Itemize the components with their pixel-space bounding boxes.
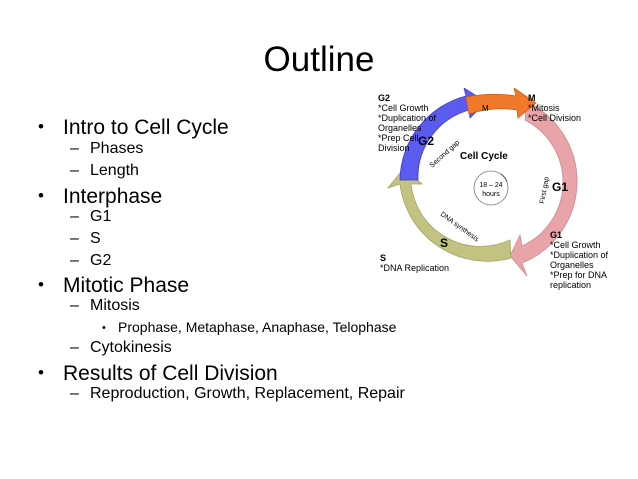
- bullet-marker: •: [102, 322, 106, 334]
- dash-marker: –: [70, 162, 79, 179]
- dash-marker: –: [70, 252, 79, 269]
- caption-g2-line: Division: [378, 143, 410, 153]
- sub-bullet-cytokinesis: –Cytokinesis: [70, 338, 172, 358]
- caption-g1-line: replication: [550, 280, 592, 290]
- dash-marker: –: [70, 208, 79, 225]
- caption-g1-line: Organelles: [550, 260, 594, 270]
- caption-g2-line: *Cell Growth: [378, 103, 429, 113]
- dash-marker: –: [70, 339, 79, 356]
- sub-bullet-text: S: [90, 230, 101, 247]
- caption-s: S *DNA Replication: [380, 253, 449, 273]
- dash-marker: –: [70, 230, 79, 247]
- caption-g1: G1 *Cell Growth *Duplication of Organell…: [550, 230, 608, 290]
- sub-bullet-text: G1: [90, 208, 112, 225]
- dash-marker: –: [70, 385, 79, 402]
- bullet-text: Intro to Cell Cycle: [63, 116, 229, 139]
- bullet-text: Results of Cell Division: [63, 362, 278, 385]
- bullet-marker: •: [38, 275, 44, 294]
- m-arc: [465, 87, 537, 119]
- caption-s-line: *DNA Replication: [380, 263, 450, 273]
- sub-bullet-g2: –G2: [70, 251, 111, 271]
- sub-bullet-text: Mitosis: [90, 297, 140, 314]
- caption-g1-line: *Cell Growth: [550, 240, 601, 250]
- s-label: S: [440, 236, 448, 250]
- center-time-top: 18 – 24: [479, 182, 502, 189]
- bullet-marker: •: [38, 117, 44, 136]
- dash-marker: –: [70, 297, 79, 314]
- caption-s-head: S: [380, 253, 387, 263]
- bullet-mitotic-phase: • Mitotic Phase: [38, 272, 189, 299]
- g2-label: G2: [418, 134, 434, 148]
- m-label: M: [482, 104, 489, 113]
- sub-bullet-text: Reproduction, Growth, Replacement, Repai…: [90, 385, 405, 402]
- slide-title: Outline: [263, 40, 375, 79]
- caption-g2-head: G2: [378, 93, 391, 103]
- bullet-marker: •: [38, 363, 44, 382]
- caption-g1-line: *Duplication of: [550, 250, 609, 260]
- sub-bullet-phases: –Phases: [70, 139, 143, 159]
- caption-g2-line: Organelles: [378, 123, 422, 133]
- center-title: Cell Cycle: [460, 151, 508, 162]
- caption-g2-line: *Prep Cell: [378, 133, 419, 143]
- caption-m-line: *Cell Division: [528, 113, 582, 123]
- g1-arc: [509, 101, 578, 277]
- cell-cycle-diagram: 18 – 24 hours Cell Cycle G2 M G1 S First…: [370, 87, 638, 290]
- caption-g2-line: *Duplication of: [378, 113, 437, 123]
- sub-sub-bullet-stages: • Prophase, Metaphase, Anaphase, Telophas…: [102, 318, 396, 337]
- sub-bullet-text: G2: [90, 252, 112, 269]
- center-time-bottom: hours: [482, 191, 500, 198]
- sub-bullet-text: Phases: [90, 140, 144, 157]
- bullet-marker: •: [38, 186, 44, 205]
- sub-bullet-text: Cytokinesis: [90, 339, 172, 356]
- sub-bullet-g1: –G1: [70, 207, 111, 227]
- caption-g1-head: G1: [550, 230, 563, 240]
- sub-bullet-mitosis: –Mitosis: [70, 296, 140, 316]
- sub-bullet-length: –Length: [70, 161, 139, 181]
- caption-m: M *Mitosis *Cell Division: [528, 93, 581, 123]
- bullet-interphase: • Interphase: [38, 183, 162, 210]
- g1-label: G1: [552, 180, 568, 194]
- bullet-results-of-cell-division: • Results of Cell Division: [38, 360, 278, 387]
- bullet-intro-to-cell-cycle: • Intro to Cell Cycle: [38, 114, 229, 141]
- dash-marker: –: [70, 140, 79, 157]
- caption-m-line: *Mitosis: [528, 103, 560, 113]
- caption-g1-line: *Prep for DNA: [550, 270, 608, 280]
- clock-arrow: [500, 173, 508, 183]
- center-clock: [473, 170, 509, 206]
- bullet-text: Interphase: [63, 185, 163, 208]
- sub-bullet-results: –Reproduction, Growth, Replacement, Repa…: [70, 384, 405, 404]
- bullet-text: Mitotic Phase: [63, 274, 190, 297]
- sub-sub-bullet-text: Prophase, Metaphase, Anaphase, Telophase: [118, 319, 397, 335]
- sub-bullet-text: Length: [90, 162, 139, 179]
- caption-m-head: M: [528, 93, 536, 103]
- sub-bullet-s: –S: [70, 229, 101, 249]
- cell-cycle-graphic: 18 – 24 hours Cell Cycle G2 M G1 S First…: [386, 87, 578, 277]
- first-gap-label: First gap: [539, 176, 551, 204]
- caption-g2: G2 *Cell Growth *Duplication of Organell…: [378, 93, 436, 153]
